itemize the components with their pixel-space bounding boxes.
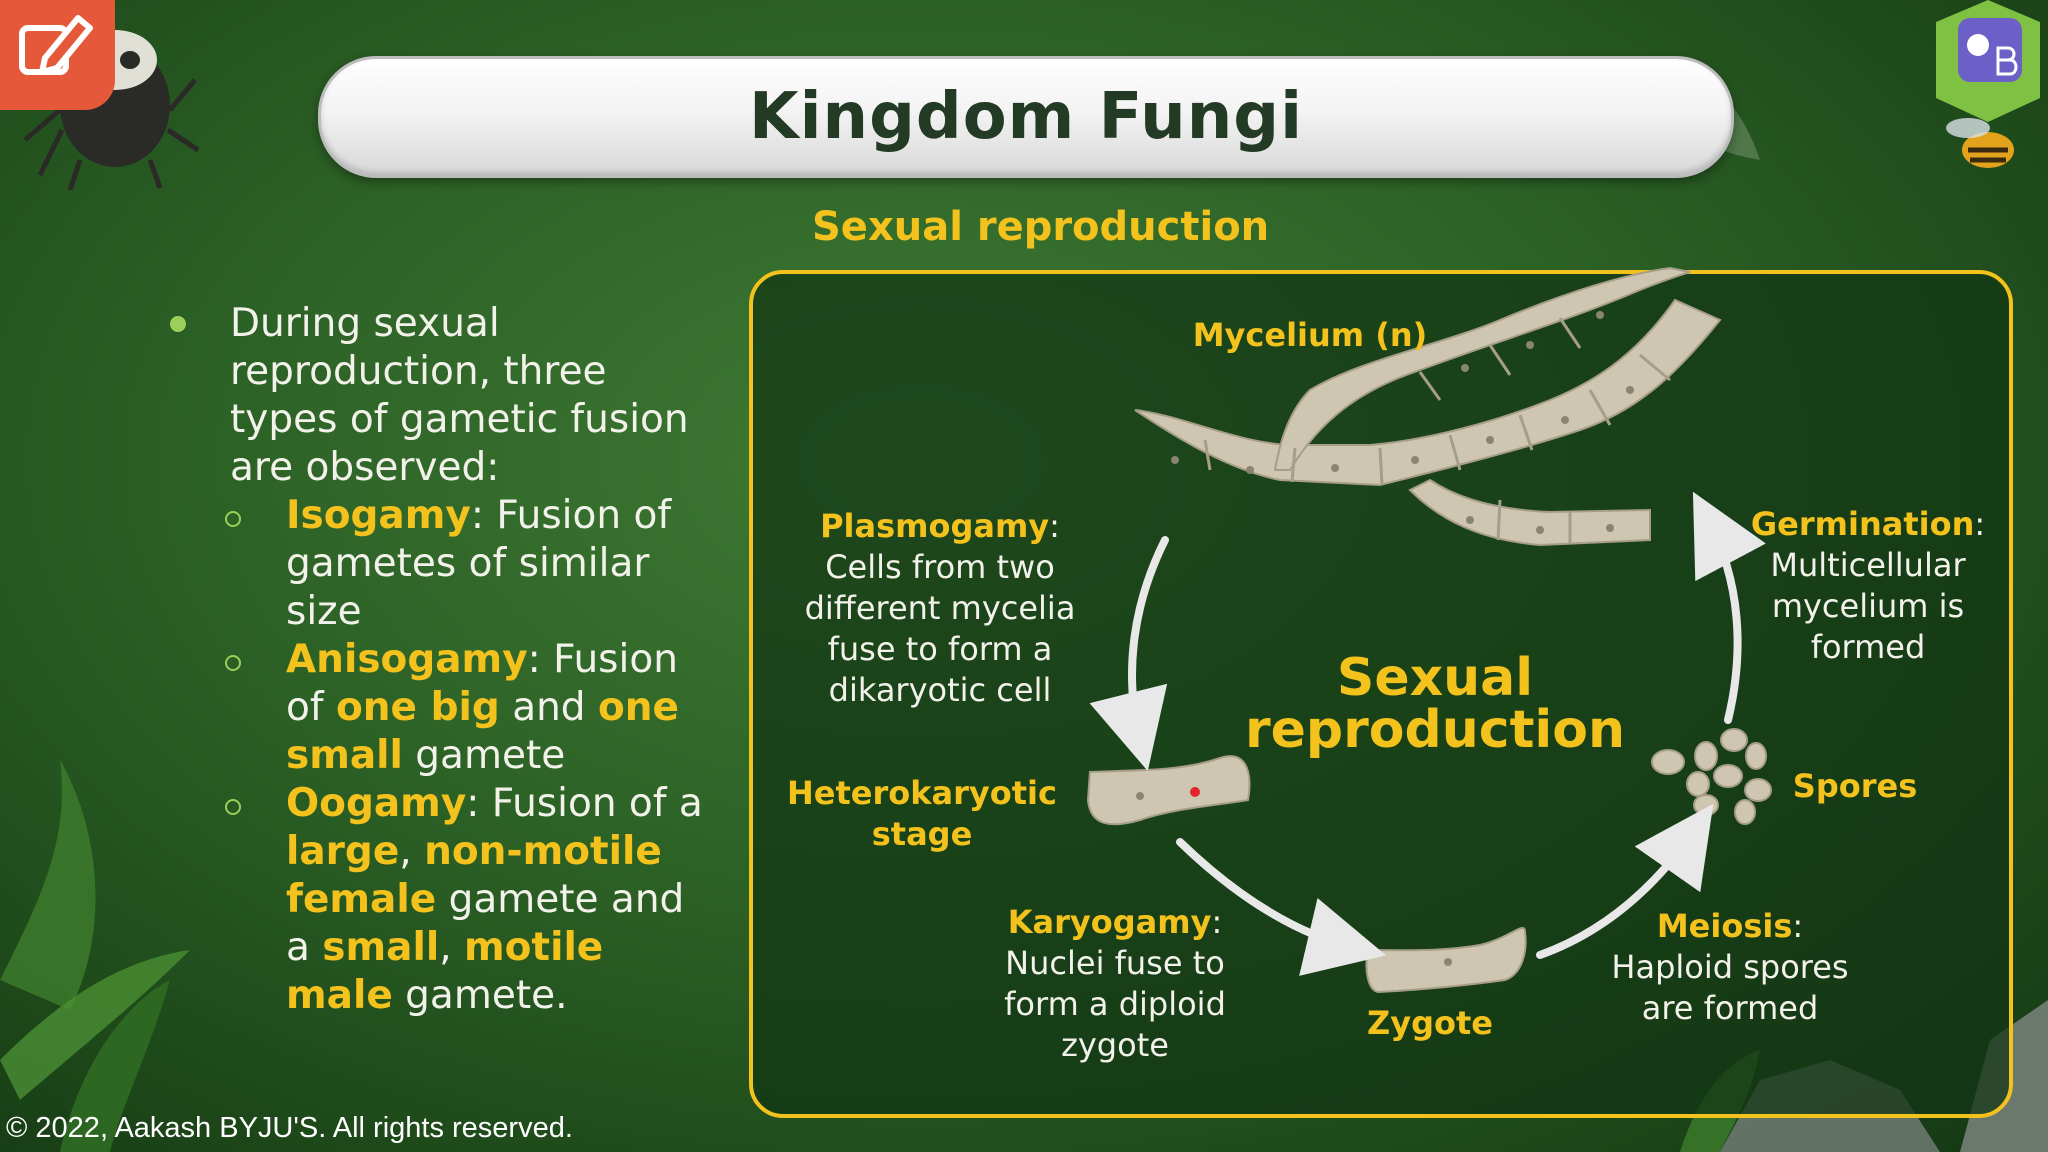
caption-colon: :: [1049, 507, 1060, 545]
byjus-logo[interactable]: [1928, 0, 2048, 190]
meiosis-caption: Meiosis: Haploid spores are formed: [1580, 906, 1880, 1029]
caption-line: zygote: [1061, 1026, 1169, 1064]
germination-caption: Germination: Multicellular mycelium is f…: [1738, 504, 1998, 668]
mycelium-cell-dividers: [1203, 317, 1671, 543]
anisogamy-text: : Fusion of: [286, 637, 678, 730]
oogamy-highlight: small: [322, 925, 440, 970]
cycle-center-label: Sexual reproduction: [1240, 652, 1630, 756]
spores-label: Spores: [1792, 767, 1918, 805]
oogamy-highlight: large: [286, 829, 400, 874]
bullet-intro-text: During sexual reproduction, three types …: [230, 301, 689, 490]
plasmogamy-term: Plasmogamy: [820, 507, 1050, 545]
edit-pencil-glyph: [19, 15, 93, 75]
copyright-footer: © 2022, Aakash BYJU'S. All rights reserv…: [6, 1112, 573, 1144]
cell-nucleus: [1190, 787, 1200, 797]
anisogamy-text: and: [499, 685, 598, 730]
caption-line: dikaryotic cell: [828, 671, 1052, 709]
mycelium-nuclei: [1171, 311, 1634, 534]
sub-bullet-ring: [225, 799, 241, 815]
sub-bullet-ring: [225, 655, 241, 671]
term-oogamy: Oogamy: [286, 781, 467, 826]
karyogamy-term: Karyogamy: [1007, 903, 1212, 941]
spores-cluster: [1651, 728, 1772, 825]
oogamy-text: gamete and a: [286, 877, 685, 970]
bullet-dot: [170, 316, 186, 332]
caption-line: Haploid spores: [1611, 948, 1849, 986]
caption-line: fuse to form a: [827, 630, 1053, 668]
oogamy-highlight: non-motile female: [286, 829, 662, 922]
germination-term: Germination: [1750, 505, 1975, 543]
bullet-item-intro: During sexual reproduction, three types …: [170, 300, 710, 492]
title-banner: Kingdom Fungi: [318, 56, 1734, 178]
oogamy-text: ,: [439, 925, 464, 970]
zygote-label: Zygote: [1367, 1004, 1493, 1042]
karyogamy-caption: Karyogamy: Nuclei fuse to form a diploid…: [975, 902, 1255, 1066]
caption-colon: :: [1974, 505, 1986, 543]
heterokaryotic-cell: [1086, 755, 1251, 826]
bullet-list: During sexual reproduction, three types …: [170, 300, 710, 1020]
sub-item-anisogamy: Anisogamy: Fusion of one big and one sma…: [170, 636, 710, 780]
oogamy-text: gamete.: [392, 973, 568, 1018]
cell-nucleus: [1136, 792, 1144, 800]
caption-line: Cells from two: [825, 548, 1055, 586]
center-label-line1: Sexual: [1336, 648, 1534, 708]
anisogamy-highlight: one small: [286, 685, 679, 778]
edit-icon[interactable]: [0, 0, 115, 110]
caption-line: stage: [871, 815, 973, 853]
meiosis-term: Meiosis: [1656, 907, 1793, 945]
sub-item-oogamy: Oogamy: Fusion of a large, non-motile fe…: [170, 780, 710, 1020]
cycle-arrows: [1089, 491, 1766, 976]
plasmogamy-caption: Plasmogamy: Cells from two different myc…: [780, 506, 1100, 711]
caption-line: mycelium is: [1771, 587, 1965, 625]
oogamy-text: ,: [399, 829, 425, 874]
center-label-line2: reproduction: [1245, 700, 1625, 760]
caption-line: are formed: [1641, 989, 1819, 1027]
sub-bullet-ring: [225, 511, 241, 527]
anisogamy-text: gamete: [402, 733, 566, 778]
mycelium-label: Mycelium (n): [1192, 316, 1428, 354]
page-title: Kingdom Fungi: [748, 80, 1304, 154]
anisogamy-highlight: one big: [336, 685, 500, 730]
oogamy-highlight: motile male: [286, 925, 604, 1018]
term-isogamy: Isogamy: [286, 493, 471, 538]
cell-nucleus: [1444, 958, 1452, 966]
sub-item-isogamy: Isogamy: Fusion of gametes of similar si…: [170, 492, 710, 636]
section-heading: Sexual reproduction: [812, 204, 1270, 250]
caption-line: Nuclei fuse to: [1005, 944, 1225, 982]
caption-line: Multicellular: [1770, 546, 1966, 584]
caption-line: different mycelia: [804, 589, 1076, 627]
term-anisogamy: Anisogamy: [286, 637, 528, 682]
caption-line: Heterokaryotic: [787, 774, 1057, 812]
heterokaryotic-caption: Heterokaryotic stage: [772, 773, 1072, 855]
caption-line: formed: [1810, 628, 1926, 666]
isogamy-description: : Fusion of gametes of similar size: [286, 493, 672, 634]
mycelium-hyphae: [1134, 266, 1722, 547]
oogamy-text: : Fusion of a: [466, 781, 703, 826]
caption-line: form a diploid: [1004, 985, 1226, 1023]
caption-colon: :: [1211, 903, 1223, 941]
caption-colon: :: [1792, 907, 1804, 945]
